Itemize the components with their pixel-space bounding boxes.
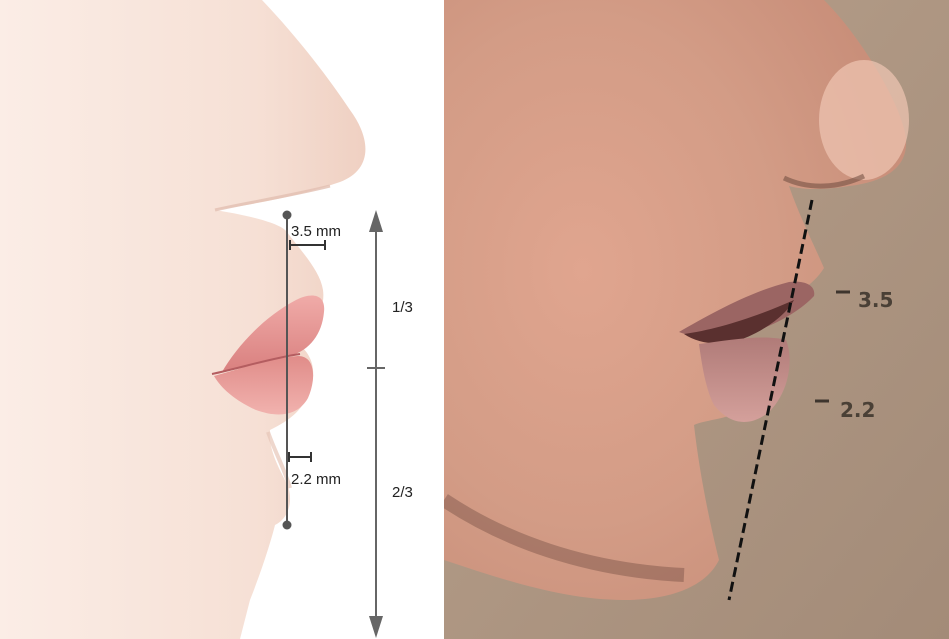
lower-ratio-label: 2/3: [392, 484, 413, 501]
nose-highlight: [819, 60, 909, 180]
upper-gap-label: 3.5 mm: [291, 223, 341, 240]
measure-dot-top: [283, 211, 292, 220]
lower-gap-label: 2.2 mm: [291, 471, 341, 488]
illustration-panel: 3.5 mm 2.2 mm 1/3 2/3: [0, 0, 440, 639]
photo-panel: 3.5 2.2: [444, 0, 949, 639]
profile-illustration: 3.5 mm 2.2 mm 1/3 2/3: [0, 0, 440, 639]
photo-lower-gap-label: 2.2: [840, 398, 875, 422]
proportion-arrow: [367, 210, 385, 638]
measure-dot-bottom: [283, 521, 292, 530]
upper-ratio-label: 1/3: [392, 299, 413, 316]
photo-upper-gap-label: 3.5: [858, 288, 893, 312]
lower-gap-bracket: [289, 452, 311, 462]
profile-photo: 3.5 2.2: [444, 0, 949, 639]
